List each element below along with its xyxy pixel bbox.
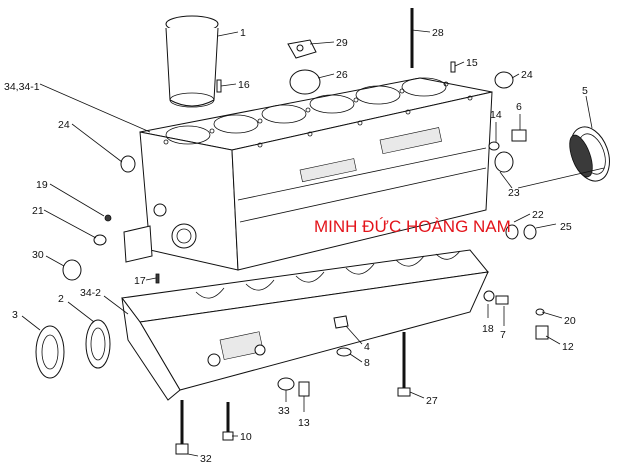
plug-19 (104, 214, 112, 222)
plug-26 (289, 69, 321, 95)
crankcase-lower (121, 249, 489, 401)
plug-25 (523, 224, 537, 240)
plug-22 (505, 224, 519, 240)
plug-18 (483, 290, 495, 302)
pin-17 (155, 273, 160, 284)
thrust-washer-2 (85, 319, 111, 369)
label-3: 3 (12, 309, 18, 321)
label-5: 5 (582, 85, 588, 97)
plug-21 (93, 234, 107, 246)
label-24-top: 24 (521, 69, 533, 81)
label-21: 21 (32, 205, 44, 217)
label-33: 33 (278, 405, 290, 417)
label-28: 28 (432, 27, 444, 39)
label-34-34-1: 34,34-1 (4, 81, 40, 93)
label-18: 18 (482, 323, 494, 335)
plug-24-left (120, 155, 136, 173)
label-6: 6 (516, 101, 522, 113)
label-16: 16 (238, 79, 250, 91)
label-7: 7 (500, 329, 506, 341)
washer-20 (535, 308, 545, 316)
label-23: 23 (508, 187, 520, 199)
plug-30 (62, 259, 82, 281)
bolt-27 (397, 332, 411, 397)
plug-23 (494, 151, 514, 173)
label-4: 4 (364, 341, 370, 353)
plug-12 (535, 325, 549, 340)
bracket-4 (333, 315, 349, 329)
label-22: 22 (532, 209, 544, 221)
label-29: 29 (336, 37, 348, 49)
label-10: 10 (240, 431, 252, 443)
bolt-32 (175, 400, 189, 455)
label-1: 1 (240, 27, 246, 39)
label-32: 32 (200, 453, 212, 465)
plug-24-top (494, 71, 514, 89)
label-17: 17 (134, 275, 146, 287)
bolt-10 (222, 402, 234, 441)
pin-14 (488, 141, 500, 151)
label-25: 25 (560, 221, 572, 233)
dowel-15 (450, 61, 456, 73)
label-34-2: 34-2 (80, 287, 101, 299)
dowel-16 (216, 79, 222, 93)
leader-lines (21, 29, 605, 457)
washer-8 (336, 347, 352, 357)
label-14: 14 (490, 109, 502, 121)
watermark-text: MINH ĐỨC HOÀNG NAM (314, 217, 511, 236)
plug-6 (511, 129, 527, 142)
label-13: 13 (298, 417, 310, 429)
part-number-labels: 1 16 29 26 28 15 24 34,34-1 24 6 14 5 19… (4, 27, 588, 465)
label-24-left: 24 (58, 119, 70, 131)
label-15: 15 (466, 57, 478, 69)
label-19: 19 (36, 179, 48, 191)
label-30: 30 (32, 249, 44, 261)
label-2: 2 (58, 293, 64, 305)
label-12: 12 (562, 341, 574, 353)
label-20: 20 (564, 315, 576, 327)
cover-29 (287, 39, 317, 59)
label-8: 8 (364, 357, 370, 369)
oil-seal-5 (569, 126, 610, 182)
label-26: 26 (336, 69, 348, 81)
label-27: 27 (426, 395, 438, 407)
plug-13 (298, 381, 310, 397)
thrust-washer-3 (35, 325, 65, 379)
washer-33 (277, 377, 295, 391)
cylinder-block (123, 77, 493, 271)
sleeve-7 (495, 295, 509, 305)
cylinder-liner (165, 15, 219, 108)
